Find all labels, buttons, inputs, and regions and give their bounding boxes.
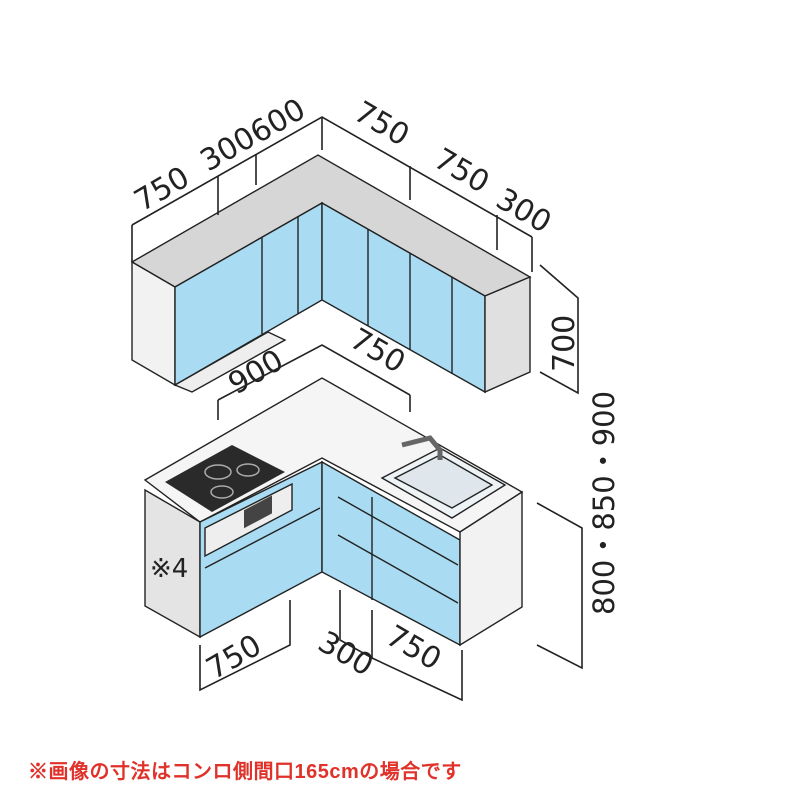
side-panel-note: ※4	[150, 554, 188, 584]
burner	[210, 485, 234, 499]
footnote: ※画像の寸法はコンロ側間口165cmの場合です	[28, 761, 462, 783]
lower-bottom-right-width-1: 300	[312, 625, 379, 684]
lower-cabinets	[143, 377, 524, 647]
lower-bottom-left-width: 750	[201, 628, 268, 687]
burner	[236, 463, 260, 477]
upper-height: 700	[547, 315, 582, 372]
lower-right-end	[459, 490, 523, 647]
upper-right-end	[484, 275, 531, 394]
upper-left-width-1: 750	[129, 160, 196, 219]
burner	[204, 464, 232, 480]
upper-cabinets	[130, 154, 532, 394]
upper-right-width-1: 750	[348, 95, 415, 154]
dimension-lines	[131, 116, 583, 702]
lower-height: 800・850・900	[587, 391, 621, 615]
oven-display	[244, 495, 272, 529]
faucet	[401, 435, 443, 460]
upper-right-width-2: 750	[428, 142, 495, 201]
upper-shelf	[173, 331, 287, 393]
